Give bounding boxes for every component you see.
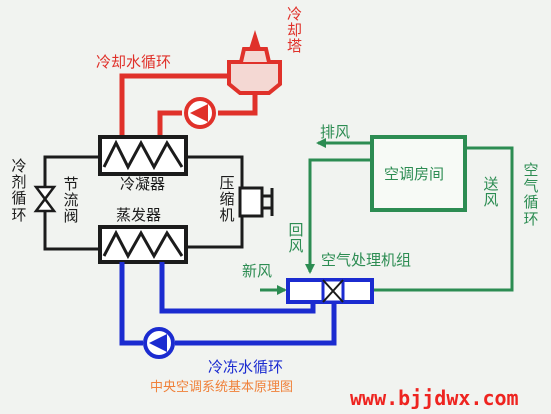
refrigerant-loop-label: 冷 剂 循 环: [11, 157, 27, 224]
ac-room-box: [370, 135, 467, 212]
exhaust-air-label: 排风: [320, 123, 351, 141]
ahu-label: 空气处理机组: [321, 251, 412, 269]
diagram-caption: 中央空调系统基本原理图: [150, 380, 294, 395]
evaporator-icon: [98, 225, 188, 264]
return-air-label: 回 风: [288, 221, 304, 256]
ac-room-label: 空调房间: [384, 165, 445, 183]
throttle-valve-icon: [33, 185, 57, 213]
cooling-tower-icon: [227, 30, 282, 95]
watermark-url: www.bjjdwx.com: [350, 386, 519, 410]
cooling-tower-label: 冷 却 塔: [287, 5, 303, 56]
chilled-water-pipe: [119, 262, 337, 346]
throttle-valve-label: 节 流 阀: [63, 175, 79, 226]
ahu-box: [286, 278, 374, 304]
cooling-pump-icon: [184, 97, 216, 129]
supply-air-label: 送 风: [483, 175, 499, 210]
chilled-water-loop-label: 冷冻水循环: [208, 358, 284, 376]
condenser-icon: [98, 135, 188, 176]
air-loop-label: 空 气 循 环: [523, 161, 539, 228]
air-duct: [260, 138, 514, 295]
compressor-label: 压 缩 机: [219, 174, 235, 225]
condenser-label: 冷凝器: [120, 175, 166, 193]
compressor-icon: [238, 186, 274, 218]
fresh-air-label: 新风: [242, 262, 273, 280]
cooling-water-loop-label: 冷却水循环: [96, 53, 172, 71]
evaporator-label: 蒸发器: [116, 206, 162, 224]
chilled-water-pump-icon: [143, 327, 175, 359]
